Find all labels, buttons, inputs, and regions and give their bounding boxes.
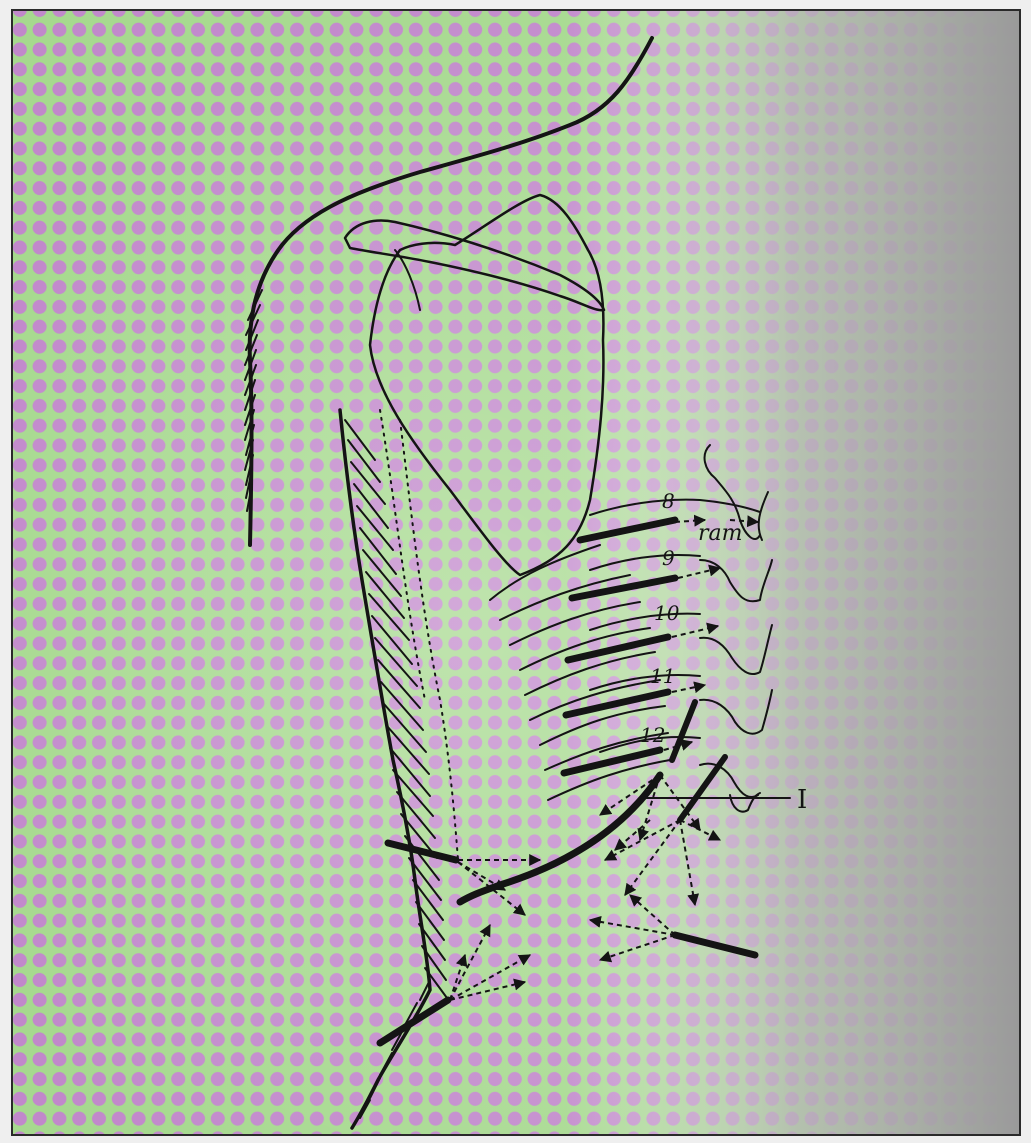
- rib-label-12: 12: [640, 723, 665, 747]
- rib-label-9: 9: [662, 546, 675, 570]
- rib-label-10: 10: [654, 601, 680, 625]
- rib-label-11: 11: [650, 664, 675, 688]
- rib-label-8: 8: [662, 489, 675, 513]
- ram-label: ram: [698, 521, 743, 546]
- line-label-I: I: [797, 785, 807, 815]
